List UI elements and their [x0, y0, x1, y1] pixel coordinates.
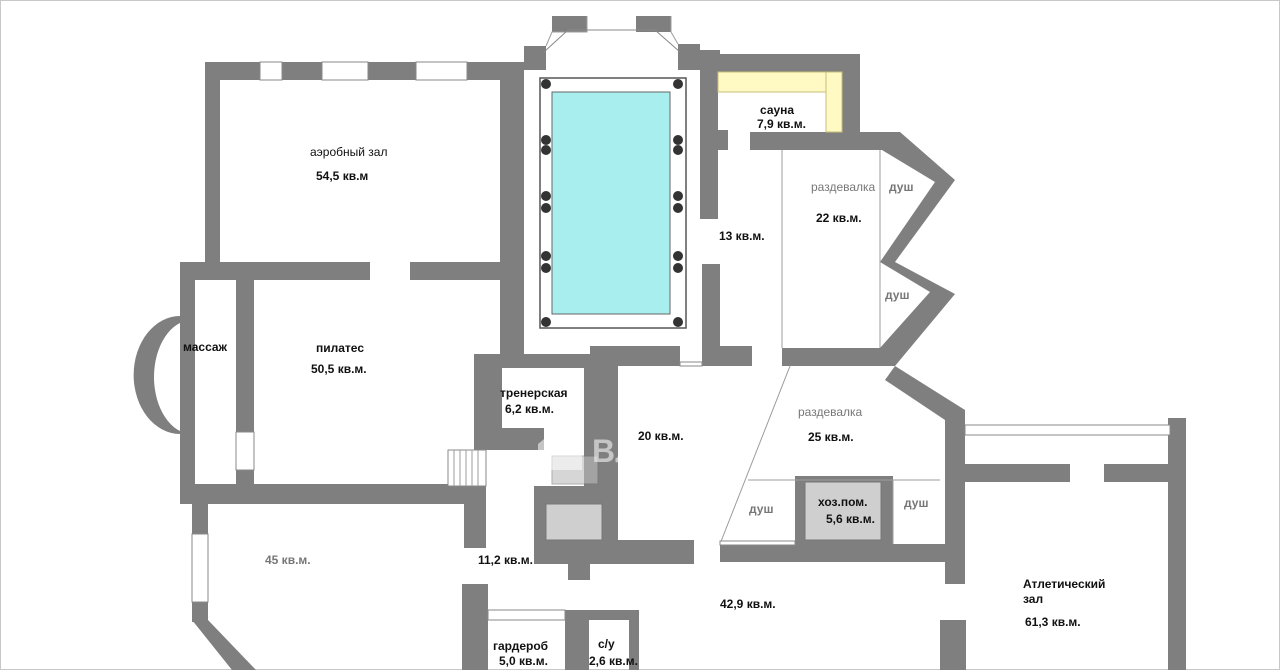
room45-area: 45 кв.м.: [265, 553, 311, 567]
locker1-area: 22 кв.м.: [816, 211, 862, 225]
pilates-area: 50,5 кв.м.: [311, 362, 367, 376]
wc-name: с/у: [598, 637, 615, 651]
pool-light-icon: [673, 251, 683, 261]
hall42-area: 42,9 кв.м.: [720, 597, 776, 611]
pool: [539, 77, 687, 329]
sauna-name: сауна: [760, 103, 794, 117]
sauna-fill: [825, 71, 843, 133]
aerobic-area: 54,5 кв.м: [316, 169, 368, 183]
utility-area: 5,6 кв.м.: [826, 512, 875, 526]
shower2-label: душ: [885, 288, 909, 302]
pool-light-icon: [673, 317, 683, 327]
watermark-text: ВЛАДИС: [592, 433, 736, 469]
pool-light-icon: [673, 263, 683, 273]
wardrobe-area: 5,0 кв.м.: [499, 654, 548, 668]
sauna-area: 7,9 кв.м.: [757, 117, 806, 131]
watermark: ВЛАДИС: [538, 426, 736, 470]
pool-light-icon: [673, 203, 683, 213]
windows: [191, 16, 1171, 621]
house-icon: [538, 426, 582, 470]
pool-light-icon: [673, 191, 683, 201]
locker2-area: 25 кв.м.: [808, 430, 854, 444]
pool-light-icon: [541, 251, 551, 261]
corridor-pool-area: 13 кв.м.: [719, 229, 765, 243]
shower4-label: душ: [904, 496, 928, 510]
aerobic-name: аэробный зал: [310, 145, 387, 159]
athletic-name-line2: зал: [1023, 592, 1043, 606]
pool-light-icon: [673, 145, 683, 155]
pilates-name: пилатес: [316, 341, 364, 355]
shower1-label: душ: [889, 180, 913, 194]
locker1-name: раздевалка: [811, 180, 876, 194]
pool-light-icon: [541, 135, 551, 145]
pool-light-icon: [541, 263, 551, 273]
pool-light-icon: [541, 145, 551, 155]
pool-light-icon: [541, 79, 551, 89]
athletic-area: 61,3 кв.м.: [1025, 615, 1081, 629]
wc-area: 2,6 кв.м.: [589, 654, 638, 668]
pool-light-icon: [673, 79, 683, 89]
shower3-label: душ: [749, 502, 773, 516]
trainer-name: тренерская: [500, 386, 568, 400]
pool-light-icon: [541, 317, 551, 327]
hall11-area: 11,2 кв.м.: [478, 553, 533, 567]
pool-lights: [541, 79, 683, 327]
pool-light-icon: [673, 135, 683, 145]
hall20-area: 20 кв.м.: [638, 429, 684, 443]
interior-lines: [447, 150, 940, 546]
locker2-name: раздевалка: [798, 405, 863, 419]
wardrobe-name: гардероб: [493, 639, 548, 653]
pool-light-icon: [541, 191, 551, 201]
room-labels: аэробный зал 54,5 кв.м пилатес 50,5 кв.м…: [183, 103, 1105, 668]
utility-name: хоз.пом.: [818, 495, 867, 509]
trainer-area: 6,2 кв.м.: [505, 402, 554, 416]
massage-name: массаж: [183, 340, 228, 354]
athletic-name-line1: Атлетический: [1023, 577, 1105, 591]
pool-light-icon: [541, 203, 551, 213]
sauna-fill: [717, 71, 843, 93]
pool-water: [551, 91, 671, 315]
walls: [133, 16, 1186, 670]
